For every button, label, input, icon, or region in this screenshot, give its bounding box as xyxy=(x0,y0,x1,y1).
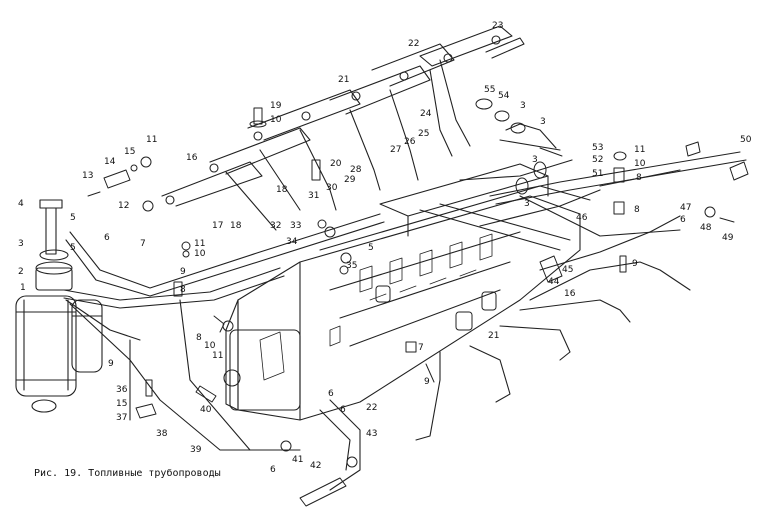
callout-15: 15 xyxy=(124,147,135,157)
callout-3d: 3 xyxy=(532,155,538,165)
fittings xyxy=(87,98,749,507)
callout-46: 46 xyxy=(576,213,588,223)
callout-37: 37 xyxy=(116,413,127,423)
return-lines xyxy=(319,123,747,491)
callout-45: 45 xyxy=(562,265,573,275)
callout-49: 49 xyxy=(722,233,734,243)
callout-35: 35 xyxy=(346,261,357,271)
callout-6b: 6 xyxy=(680,215,686,225)
callout-8c: 8 xyxy=(636,173,642,183)
callout-3c: 3 xyxy=(540,117,546,127)
callout-28: 28 xyxy=(350,165,362,175)
callout-38: 38 xyxy=(156,429,168,439)
callout-10c: 10 xyxy=(204,341,216,351)
callout-33: 33 xyxy=(290,221,301,231)
callout-17: 17 xyxy=(212,221,223,231)
callout-52: 52 xyxy=(592,155,603,165)
callout-30: 30 xyxy=(326,183,338,193)
callout-41: 41 xyxy=(292,455,303,465)
callout-6: 6 xyxy=(104,233,110,243)
callout-48: 48 xyxy=(700,223,712,233)
callout-36: 36 xyxy=(116,385,128,395)
callout-8d: 8 xyxy=(634,205,640,215)
callout-12: 12 xyxy=(118,201,129,211)
callout-8b: 8 xyxy=(196,333,202,343)
callout-15b: 15 xyxy=(116,399,127,409)
callout-1: 1 xyxy=(20,283,26,293)
callout-26: 26 xyxy=(404,137,416,147)
callout-22: 22 xyxy=(408,39,419,49)
callout-16b: 16 xyxy=(564,289,576,299)
callout-10b: 10 xyxy=(194,249,206,259)
callout-13: 13 xyxy=(82,171,93,181)
callout-7: 7 xyxy=(140,239,146,249)
callout-44: 44 xyxy=(548,277,560,287)
callout-22b: 22 xyxy=(366,403,377,413)
callout-9b: 9 xyxy=(108,359,114,369)
callout-16: 16 xyxy=(186,153,198,163)
callout-19: 19 xyxy=(270,101,282,111)
figure-caption: Рис. 19. Топливные трубопроводы xyxy=(34,468,221,479)
callout-43: 43 xyxy=(366,429,377,439)
callout-18: 18 xyxy=(276,185,288,195)
callout-9d: 9 xyxy=(632,259,638,269)
fuel-filter xyxy=(15,199,103,413)
callout-32: 32 xyxy=(270,221,281,231)
callout-42: 42 xyxy=(310,461,321,471)
callout-labels: 1 2 3 3 3 3 3 4 5 5 5 6 6 6 6 6 7 7 8 8 … xyxy=(18,21,752,475)
callout-50: 50 xyxy=(740,135,752,145)
callout-5: 5 xyxy=(70,213,76,223)
callout-9c: 9 xyxy=(424,377,430,387)
callout-29: 29 xyxy=(344,175,356,185)
callout-18b: 18 xyxy=(230,221,242,231)
callout-9: 9 xyxy=(180,267,186,277)
callout-3e: 3 xyxy=(524,199,530,209)
callout-11c: 11 xyxy=(212,351,223,361)
callout-3b: 3 xyxy=(520,101,526,111)
callout-3: 3 xyxy=(18,239,24,249)
callout-47: 47 xyxy=(680,203,691,213)
callout-31: 31 xyxy=(308,191,319,201)
callout-55: 55 xyxy=(484,85,495,95)
callout-25: 25 xyxy=(418,129,429,139)
callout-23: 23 xyxy=(492,21,503,31)
callout-11: 11 xyxy=(146,135,157,145)
callout-5c: 5 xyxy=(368,243,374,253)
callout-4: 4 xyxy=(18,199,24,209)
callout-11b: 11 xyxy=(194,239,205,249)
callout-6e: 6 xyxy=(270,465,276,475)
callout-21b: 21 xyxy=(488,331,499,341)
callout-40: 40 xyxy=(200,405,212,415)
supply-lines xyxy=(63,213,385,451)
injection-lines xyxy=(161,25,525,231)
callout-6d: 6 xyxy=(340,405,346,415)
callout-2: 2 xyxy=(18,267,24,277)
callout-10d: 10 xyxy=(634,159,646,169)
callout-54: 54 xyxy=(498,91,510,101)
callout-14: 14 xyxy=(104,157,116,167)
callout-10: 10 xyxy=(270,115,282,125)
engine-block xyxy=(223,163,591,421)
callout-39: 39 xyxy=(190,445,202,455)
callout-27: 27 xyxy=(390,145,401,155)
callout-6c: 6 xyxy=(328,389,334,399)
callout-53: 53 xyxy=(592,143,603,153)
callout-11d: 11 xyxy=(634,145,645,155)
callout-21: 21 xyxy=(338,75,349,85)
callout-8: 8 xyxy=(180,285,186,295)
callout-5b: 5 xyxy=(70,243,76,253)
callout-51: 51 xyxy=(592,169,603,179)
callout-34: 34 xyxy=(286,237,298,247)
callout-7b: 7 xyxy=(418,343,424,353)
callout-20: 20 xyxy=(330,159,342,169)
callout-24: 24 xyxy=(420,109,432,119)
